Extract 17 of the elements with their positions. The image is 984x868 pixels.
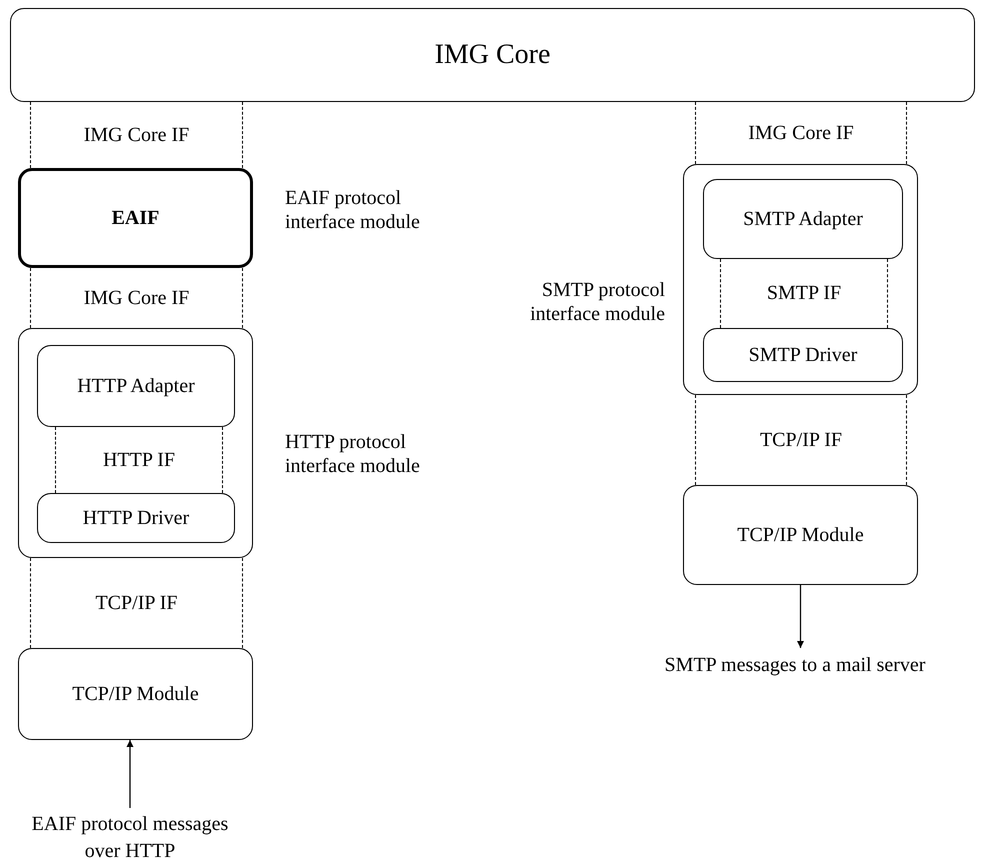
text-label: SMTP messages to a mail server xyxy=(610,648,980,682)
module-box: EAIF xyxy=(18,168,253,268)
module-box: HTTP Driver xyxy=(37,493,235,543)
arrow xyxy=(797,585,804,648)
module-box: TCP/IP Module xyxy=(683,485,918,585)
module-box: IMG Core xyxy=(10,8,975,102)
text-label: EAIF protocol messages over HTTP xyxy=(25,808,235,868)
module-box: SMTP Adapter xyxy=(703,179,903,259)
module-caption: SMTP protocol interface module xyxy=(529,278,665,326)
module-box: HTTP Adapter xyxy=(37,345,235,427)
arrow xyxy=(126,740,134,808)
module-box: SMTP Driver xyxy=(703,328,903,382)
module-caption: EAIF protocol interface module xyxy=(285,186,421,234)
module-frame xyxy=(18,328,253,558)
module-box: TCP/IP Module xyxy=(18,648,253,740)
module-caption: HTTP protocol interface module xyxy=(285,430,421,478)
module-frame xyxy=(683,164,918,395)
